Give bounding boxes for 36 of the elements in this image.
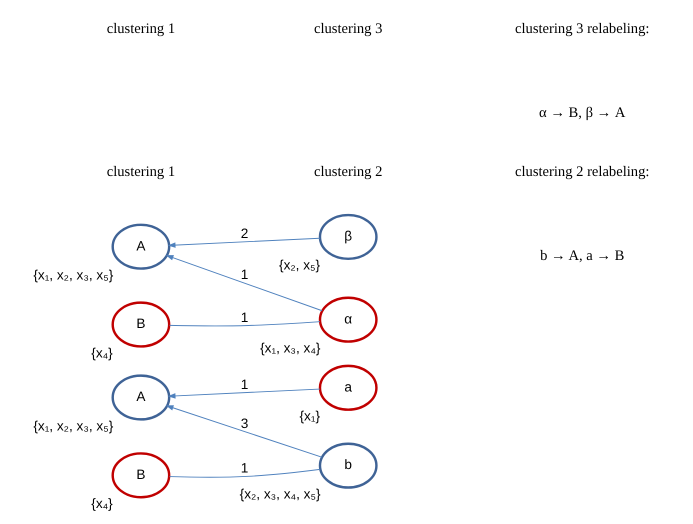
node-ellipse: α	[318, 296, 378, 343]
node-ellipse: B	[112, 452, 170, 498]
node-label: {x₄}	[91, 345, 113, 360]
node-ellipse: A	[112, 374, 170, 421]
label: α → B, β → A	[539, 104, 626, 121]
node-ellipse: a	[318, 364, 378, 411]
node-label: {x₁}	[300, 408, 320, 424]
node-label: {x₂, x₃, x₄, x₅}	[240, 486, 321, 502]
node-ellipse: b	[318, 442, 378, 489]
node-ellipse: B	[112, 301, 170, 348]
edge-label: 1	[240, 460, 248, 476]
edge-label: 2	[240, 226, 248, 242]
node-ellipse: β	[318, 214, 378, 260]
arrow	[168, 388, 320, 399]
label: clustering 1	[106, 21, 176, 38]
edge-label: 1	[240, 310, 248, 325]
arrow	[168, 238, 320, 248]
label: clustering 2 relabeling:	[515, 164, 650, 180]
label: b → A, a → B	[540, 248, 624, 264]
arrow	[166, 255, 323, 312]
connector	[169, 468, 321, 478]
arrow	[166, 405, 322, 458]
label: clustering 3	[314, 21, 382, 38]
edge-label: 3	[240, 416, 248, 431]
label: clustering 3 relabeling:	[515, 21, 650, 38]
node-ellipse: A	[112, 224, 170, 270]
edge-label: 1	[240, 376, 248, 392]
node-label: {x₁, x₂, x₃, x₅}	[33, 267, 114, 282]
node-label: {x₂, x₅}	[279, 258, 320, 273]
node-label: {x₁, x₃, x₄}	[260, 340, 320, 356]
edge-label: 1	[240, 266, 248, 282]
label: clustering 1	[106, 164, 176, 180]
node-label: {x₁, x₂, x₃, x₅}	[33, 418, 114, 434]
label: clustering 2	[314, 164, 382, 180]
connector	[169, 321, 320, 326]
node-label: {x₄}	[91, 496, 113, 512]
